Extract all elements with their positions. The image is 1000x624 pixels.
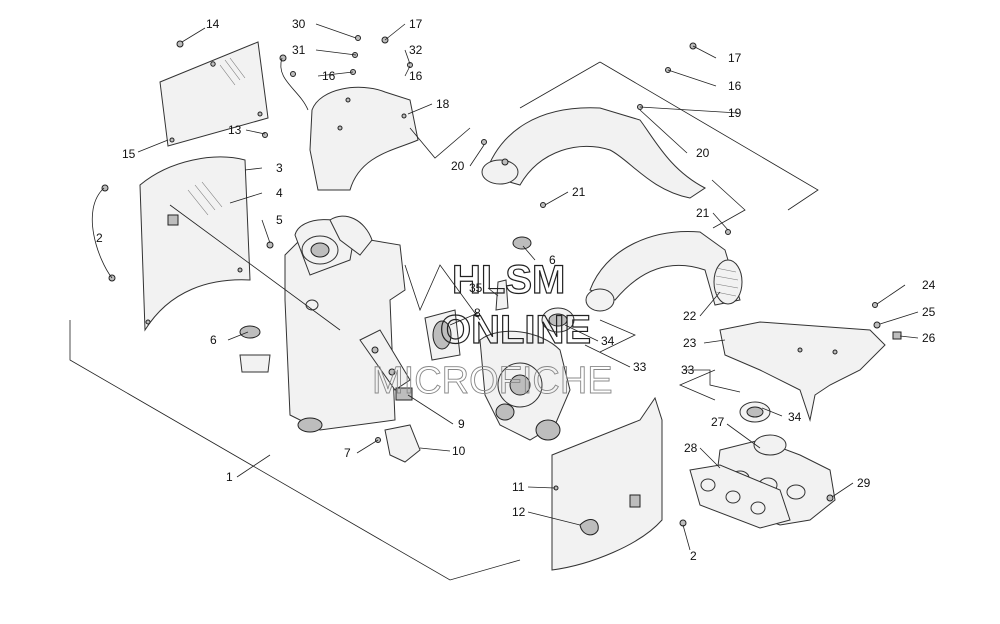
callout-16: 16 [728, 79, 742, 93]
front-heat-shield [139, 156, 251, 332]
callout-17: 17 [728, 51, 742, 65]
callout-13: 13 [228, 123, 242, 137]
muffler-bracket [359, 329, 411, 391]
muffler [284, 215, 406, 433]
manifold-heat-shield [719, 321, 886, 422]
callout-12: 12 [512, 505, 526, 519]
callout-2: 2 [96, 231, 103, 245]
lower-exhaust-pipe [585, 231, 743, 312]
watermark-line1: HLSM [452, 258, 565, 302]
callout-29: 29 [857, 476, 871, 490]
callout-16: 16 [322, 69, 336, 83]
callout-8: 8 [474, 306, 481, 320]
callout-35: 35 [469, 281, 483, 295]
callout-6: 6 [549, 253, 556, 267]
watermark-line2: ONLINE [440, 308, 591, 352]
callout-31: 31 [292, 43, 306, 57]
callout-4: 4 [276, 186, 283, 200]
callout-3: 3 [276, 161, 283, 175]
upper-heat-cover [309, 86, 419, 191]
lower-heat-shield [551, 396, 663, 571]
callout-34: 34 [788, 410, 802, 424]
callout-33: 33 [681, 363, 695, 377]
callout-7: 7 [344, 446, 351, 460]
callout-20: 20 [696, 146, 710, 160]
lower-bracket [384, 387, 421, 463]
callout-16: 16 [409, 69, 423, 83]
callout-2: 2 [690, 549, 697, 563]
callout-30: 30 [292, 17, 306, 31]
callout-labels: 14 15 30 31 16 17 32 16 18 13 3 4 2 5 6 … [96, 17, 936, 563]
turbo-gasket [424, 309, 461, 361]
isolator-mount-right [512, 236, 532, 250]
clamp-upper [541, 307, 575, 333]
callout-23: 23 [683, 336, 697, 350]
watermark: HLSM ONLINE MICROFICHE [372, 257, 614, 402]
assembly-group-lines [69, 61, 819, 581]
callout-26: 26 [922, 331, 936, 345]
callout-21: 21 [572, 185, 586, 199]
callout-34: 34 [601, 334, 615, 348]
callout-1: 1 [226, 470, 233, 484]
callout-24: 24 [922, 278, 936, 292]
upper-exhaust-pipe [481, 107, 706, 199]
callout-6: 6 [210, 333, 217, 347]
callout-22: 22 [683, 309, 697, 323]
callout-19: 19 [728, 106, 742, 120]
manifold-gasket [689, 464, 791, 529]
callout-5: 5 [276, 213, 283, 227]
callout-21: 21 [696, 206, 710, 220]
callout-17: 17 [409, 17, 423, 31]
leader-lines [91, 23, 919, 551]
callout-20: 20 [451, 159, 465, 173]
callout-33: 33 [633, 360, 647, 374]
callout-10: 10 [452, 444, 466, 458]
heat-shield-plate [159, 41, 269, 147]
callout-32: 32 [409, 43, 423, 57]
watermark-line3: MICROFICHE [372, 360, 613, 402]
callout-18: 18 [436, 97, 450, 111]
callout-28: 28 [684, 441, 698, 455]
callout-25: 25 [922, 305, 936, 319]
callout-27: 27 [711, 415, 725, 429]
turbocharger [479, 330, 571, 441]
clamp-lower [739, 401, 771, 423]
callout-15: 15 [122, 147, 136, 161]
callout-9: 9 [458, 417, 465, 431]
isolator-mount-left [239, 325, 271, 373]
callout-11: 11 [512, 480, 525, 494]
callout-14: 14 [206, 17, 220, 31]
